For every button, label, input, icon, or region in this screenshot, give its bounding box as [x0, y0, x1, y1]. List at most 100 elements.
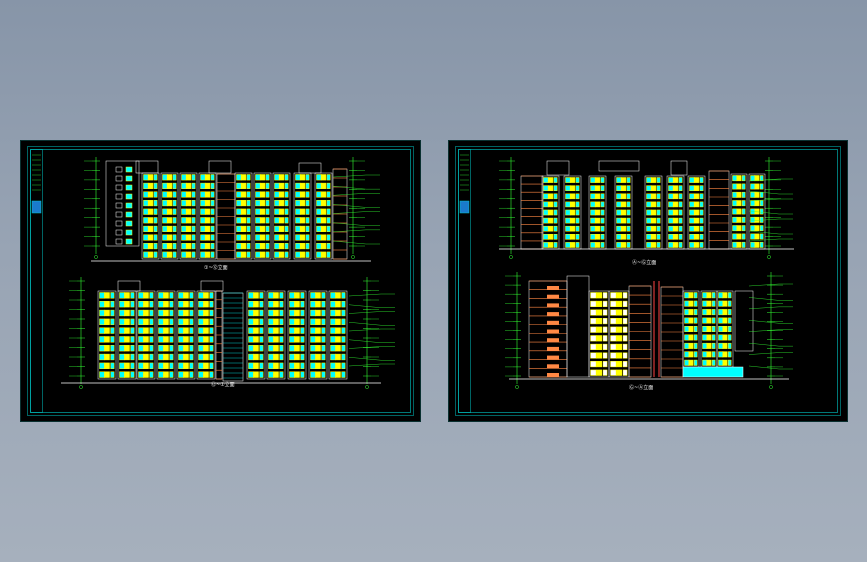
window [153, 174, 158, 181]
window [178, 292, 184, 299]
window [162, 225, 168, 232]
window [289, 336, 295, 343]
window [320, 251, 327, 258]
window [147, 217, 154, 224]
window [138, 345, 144, 352]
window [622, 361, 628, 368]
window [200, 251, 206, 258]
roof-parapet [598, 160, 640, 172]
window [622, 326, 628, 333]
window [543, 242, 549, 248]
window [279, 345, 284, 352]
window [706, 300, 712, 307]
window [259, 208, 266, 215]
annotation-leader [748, 365, 780, 370]
window [124, 309, 130, 317]
window [693, 309, 698, 316]
window [668, 193, 674, 200]
window [158, 345, 164, 352]
window [750, 241, 756, 248]
window [143, 191, 149, 198]
window [622, 318, 628, 325]
window [295, 251, 301, 258]
window [246, 174, 251, 181]
window [209, 336, 214, 343]
window [650, 242, 657, 248]
window [255, 234, 261, 241]
balcony [547, 373, 559, 377]
window [595, 343, 603, 350]
window [119, 301, 125, 308]
window [316, 243, 322, 250]
window [702, 359, 708, 366]
window [575, 225, 580, 232]
window [754, 200, 760, 207]
window [622, 352, 628, 359]
window [693, 217, 700, 224]
window [147, 225, 154, 232]
window [693, 300, 698, 307]
window [236, 182, 242, 189]
window [315, 309, 321, 317]
window [255, 243, 261, 250]
window [602, 326, 608, 333]
window [299, 234, 306, 241]
window [706, 317, 712, 324]
window [265, 234, 270, 241]
annotation-leader [748, 178, 780, 182]
window [163, 292, 169, 299]
facade-bay [198, 172, 217, 260]
window [278, 174, 285, 181]
window [294, 301, 300, 308]
window [330, 362, 336, 369]
window [594, 209, 601, 216]
window [273, 345, 279, 352]
window [646, 234, 652, 240]
window [104, 371, 110, 378]
window [594, 177, 601, 183]
window [321, 301, 326, 308]
window [99, 362, 105, 369]
window [699, 217, 704, 224]
window [678, 217, 683, 224]
window [255, 182, 261, 189]
window [143, 234, 149, 241]
window [650, 177, 657, 183]
window [166, 182, 173, 189]
window [178, 327, 184, 334]
window [672, 225, 679, 232]
window [732, 233, 738, 240]
window [236, 208, 242, 215]
window [615, 335, 623, 342]
central-curtain-wall [222, 292, 244, 382]
window [575, 242, 580, 248]
window [335, 336, 341, 343]
window [310, 336, 316, 343]
window [759, 200, 764, 207]
facade-bay [176, 290, 196, 380]
drawing-sheet-left[interactable]: ①~⑫立面 ⑫~①立面 [20, 140, 421, 422]
annotation-leader [348, 328, 382, 332]
window [119, 318, 125, 325]
window [750, 216, 756, 223]
window [149, 371, 154, 378]
window [200, 243, 206, 250]
window [656, 185, 661, 191]
window [278, 182, 285, 189]
window [130, 345, 135, 352]
window [178, 371, 184, 378]
window [289, 318, 295, 325]
window [672, 185, 679, 191]
window [268, 327, 274, 334]
drawing-sheet-right[interactable]: Ⓐ~Ⓖ立面 Ⓖ~Ⓐ立面 [448, 140, 848, 422]
window [684, 317, 690, 324]
window [305, 174, 310, 181]
window [158, 327, 164, 334]
window [278, 243, 285, 250]
window [565, 209, 571, 216]
window [672, 234, 679, 240]
window [300, 318, 305, 325]
window [736, 208, 742, 215]
window [147, 200, 154, 207]
window [594, 225, 601, 232]
